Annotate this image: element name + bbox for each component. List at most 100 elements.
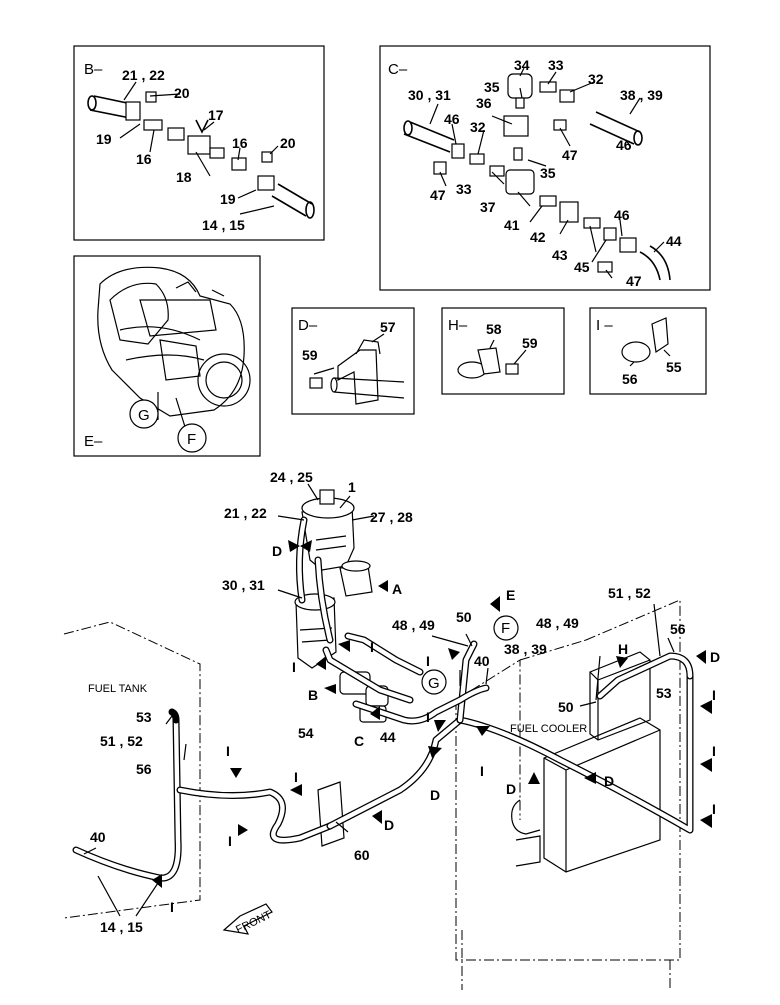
- callout-label: 30 , 31: [222, 577, 265, 593]
- callout-label: 46: [616, 137, 632, 153]
- callout-label: 33: [548, 57, 564, 73]
- view-marker-g: [421, 669, 447, 695]
- callout-label: D: [604, 773, 614, 789]
- callout-label: I: [226, 743, 230, 759]
- callout-label: 16: [232, 135, 248, 151]
- callout-label: D: [506, 781, 516, 797]
- callout-label: 14 , 15: [100, 919, 143, 935]
- callout-label: I: [292, 659, 296, 675]
- callout-label: E: [506, 587, 515, 603]
- callout-label: H: [618, 641, 628, 657]
- fuel-cooler-body: [511, 651, 661, 873]
- callout-label: 56: [136, 761, 152, 777]
- callout-label: B: [308, 687, 318, 703]
- callout-label: 33: [456, 181, 472, 197]
- callout-label: I: [294, 769, 298, 785]
- callout-label: 50: [456, 609, 472, 625]
- callout-label: 30 , 31: [408, 87, 451, 103]
- callout-label: 54: [298, 725, 314, 741]
- panel-header: D–: [298, 317, 318, 334]
- callout-label: 48 , 49: [392, 617, 435, 633]
- callout-label: 38 , 39: [620, 87, 663, 103]
- callout-label: I: [426, 653, 430, 669]
- callout-label: A: [392, 581, 402, 597]
- fuel-tank-outline: [63, 621, 201, 919]
- callout-label: 35: [540, 165, 556, 181]
- callout-label: 18: [176, 169, 192, 185]
- callout-label: 56: [670, 621, 686, 637]
- callout-label: 51 , 52: [608, 585, 651, 601]
- callout-label: 44: [666, 233, 682, 249]
- callout-label: I: [426, 709, 430, 725]
- callout-label: 24 , 25: [270, 469, 313, 485]
- callout-label: 1: [348, 479, 356, 495]
- bracket-60: [317, 781, 345, 847]
- callout-label: 53: [656, 685, 672, 701]
- callout-label: I: [712, 743, 716, 759]
- callout-label: 47: [430, 187, 446, 203]
- callout-label: 20: [174, 85, 190, 101]
- callout-label: 47: [626, 273, 642, 289]
- fuel-filter-upper: [301, 489, 355, 571]
- callout-label: 40: [90, 829, 106, 845]
- callout-label: 19: [96, 131, 112, 147]
- callout-label: 21 , 22: [122, 67, 165, 83]
- callout-label: 44: [380, 729, 396, 745]
- water-separator-a: [339, 560, 373, 597]
- callout-label: I: [712, 801, 716, 817]
- detail-panel-e: E– G F: [73, 255, 261, 457]
- leader-lines: [83, 483, 675, 917]
- callout-label: 37: [480, 199, 496, 215]
- callout-label: 16: [136, 151, 152, 167]
- panel-header: B–: [84, 61, 103, 78]
- callout-label: 58: [486, 321, 502, 337]
- front-arrow-icon: [222, 903, 273, 935]
- panel-header: I –: [596, 317, 613, 334]
- detail-panel-b: B– 21 , 22 20 17 19 16 16 20 18 19 14 , …: [73, 45, 325, 241]
- callout-label: D: [710, 649, 720, 665]
- callout-letter: G: [428, 675, 440, 692]
- callout-label: C: [354, 733, 364, 749]
- detail-panel-d: D– 57 59: [291, 307, 415, 415]
- callout-label: 14 , 15: [202, 217, 245, 233]
- callout-label: 17: [208, 107, 224, 123]
- callout-label: 40: [474, 653, 490, 669]
- callout-label: I: [370, 639, 374, 655]
- callout-label: 59: [302, 347, 318, 363]
- detail-panel-h: H– 58 59: [441, 307, 565, 395]
- callout-label: 48 , 49: [536, 615, 579, 631]
- callout-label: D: [272, 543, 282, 559]
- main-assembly-view: FRONT 24 , 25 1 21 , 22 27 , 28 D A 30 ,…: [63, 469, 720, 990]
- panel-header: E–: [84, 433, 103, 450]
- fuel-cooler-label: FUEL COOLER: [510, 723, 587, 735]
- callout-label: 21 , 22: [224, 505, 267, 521]
- callout-letter: F: [501, 620, 510, 637]
- callout-label: I: [228, 833, 232, 849]
- callout-label: 50: [558, 699, 574, 715]
- callout-label: 53: [136, 709, 152, 725]
- callout-letter: F: [187, 431, 196, 448]
- callout-label: 20: [280, 135, 296, 151]
- detail-panel-c: C– 34 33 32 30 , 31 35 38 , 39 36 46: [379, 45, 711, 291]
- callout-label: 34: [514, 57, 530, 73]
- panel-header: C–: [388, 61, 408, 78]
- callout-label: 55: [666, 359, 682, 375]
- callout-label: I: [712, 687, 716, 703]
- callout-label: 46: [444, 111, 460, 127]
- detail-panel-i: I – 56 55: [589, 307, 707, 395]
- callout-label: 56: [622, 371, 638, 387]
- callout-label: 47: [562, 147, 578, 163]
- callout-label: 45: [574, 259, 590, 275]
- callout-label: D: [384, 817, 394, 833]
- callout-label: 35: [484, 79, 500, 95]
- callout-label: I: [170, 899, 174, 915]
- callout-label: 41: [504, 217, 520, 233]
- view-marker-f: [493, 615, 519, 641]
- callout-label: 57: [380, 319, 396, 335]
- fuel-cooler-frame: [455, 599, 681, 990]
- callout-label: 36: [476, 95, 492, 111]
- callout-label: I: [480, 763, 484, 779]
- callout-label: 32: [588, 71, 604, 87]
- callout-label: 60: [354, 847, 370, 863]
